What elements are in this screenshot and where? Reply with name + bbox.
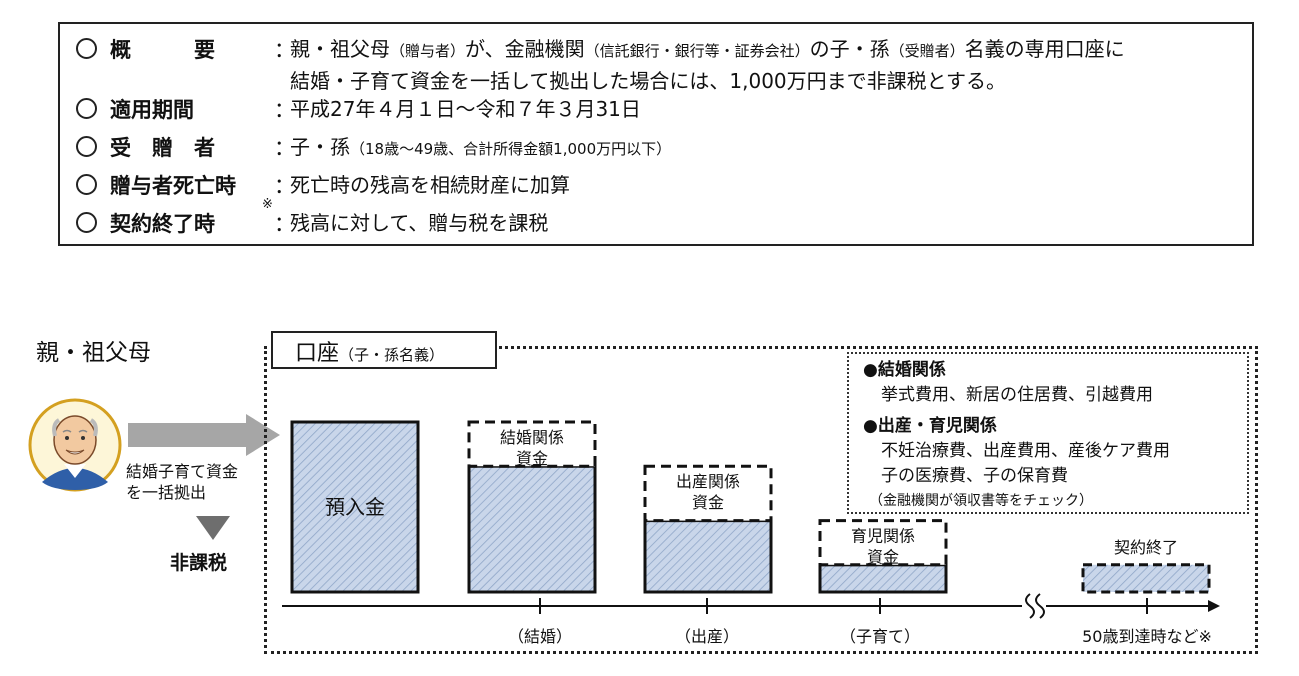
grandparent-label: 親・祖父母 (36, 340, 151, 366)
summary-box: 概 要 ： 親・祖父母（贈与者）が、金融機関（信託銀行・銀行等・証券会社）の子・… (58, 22, 1254, 246)
balance-bar-1 (467, 464, 597, 594)
account-frame (264, 346, 1258, 654)
bar-top-label: 資金 (692, 493, 724, 512)
legend-birth-items-1: 不妊治療費、出産費用、産後ケア費用 (881, 441, 1170, 461)
balance-bar-4 (1081, 563, 1211, 594)
bar-top-label: 資金 (516, 449, 548, 468)
circle-bullet-icon (76, 98, 97, 119)
tax-free-label: 非課税 (170, 552, 228, 574)
timeline-arrowhead (1208, 600, 1220, 612)
down-triangle-icon (196, 516, 230, 540)
timeline-label: （子育て） (840, 627, 920, 646)
account-tab: 口座（子・孫名義） (271, 331, 497, 369)
balance-bar-2 (643, 519, 773, 594)
summary-row-period: 適用期間 ： 平成27年４月１日～令和７年３月31日 (76, 93, 1252, 131)
note-mark: ※ (262, 197, 273, 212)
bar-top-label: 結婚関係 (500, 428, 564, 447)
summary-key: 適用期間 (110, 98, 194, 122)
summary-value: 死亡時の残高を相続財産に加算 (290, 173, 570, 197)
axis-break-icon (1025, 593, 1045, 619)
timeline-label: 50歳到達時など※ (1082, 627, 1212, 646)
legend-birth-items-2: 子の医療費、子の保育費 (881, 466, 1068, 486)
bar-top-label: 資金 (867, 548, 899, 567)
summary-value-line2: 結婚・子育て資金を一括して拠出した場合には、1,000万円まで非課税とする。 (290, 69, 1007, 93)
spent-portion-3 (818, 519, 948, 567)
summary-key: 概 要 (110, 38, 215, 62)
circle-bullet-icon (76, 212, 97, 233)
summary-key: 受 贈 者 (110, 136, 215, 160)
summary-key: 契約終了時 (110, 212, 215, 236)
summary-value: 子・孫（18歳～49歳、合計所得金額1,000万円以下） (290, 135, 672, 159)
circle-bullet-icon (76, 38, 97, 59)
summary-row-overview: 概 要 ： 親・祖父母（贈与者）が、金融機関（信託銀行・銀行等・証券会社）の子・… (76, 33, 1252, 93)
contribution-arrow-icon (128, 414, 280, 456)
legend-marriage-items: 挙式費用、新居の住居費、引越費用 (881, 385, 1153, 405)
summary-value: 親・祖父母（贈与者）が、金融機関（信託銀行・銀行等・証券会社）の子・孫（受贈者）… (290, 34, 1250, 96)
bar-fill-label: 預入金 (325, 495, 385, 519)
lump-sum-label: 結婚子育て資金 を一括拠出 (126, 462, 239, 502)
summary-row-recipient: 受 贈 者 ： 子・孫（18歳～49歳、合計所得金額1,000万円以下） (76, 131, 1252, 169)
timeline-label: （出産） (675, 627, 739, 646)
balance-bar-0 (290, 420, 420, 594)
summary-row-contract-end: 契約終了時 ※ ： 残高に対して、贈与税を課税 (76, 197, 1252, 245)
bar-top-label: 出産関係 (676, 472, 740, 491)
summary-row-donor-death: 贈与者死亡時 ： 死亡時の残高を相続財産に加算 (76, 169, 1252, 207)
summary-key: 贈与者死亡時 (110, 174, 236, 198)
legend-birth-heading: ●出産・育児関係 (863, 416, 997, 436)
grandparent-avatar-icon (28, 398, 122, 492)
spent-portion-2 (643, 464, 773, 523)
expense-legend: ●結婚関係 挙式費用、新居の住居費、引越費用 ●出産・育児関係 不妊治療費、出産… (847, 352, 1249, 514)
summary-value: 残高に対して、贈与税を課税 (290, 211, 549, 235)
bar-top-label: 育児関係 (851, 527, 915, 546)
timeline-label: （結婚） (508, 627, 572, 646)
balance-bar-3 (818, 563, 948, 594)
spent-portion-1 (467, 420, 597, 468)
summary-value: 平成27年４月１日～令和７年３月31日 (290, 97, 641, 121)
legend-marriage-heading: ●結婚関係 (863, 360, 946, 380)
circle-bullet-icon (76, 174, 97, 195)
legend-note: （金融機関が領収書等をチェック） (869, 493, 1093, 509)
bar-top-label: 契約終了 (1114, 538, 1178, 557)
circle-bullet-icon (76, 136, 97, 157)
